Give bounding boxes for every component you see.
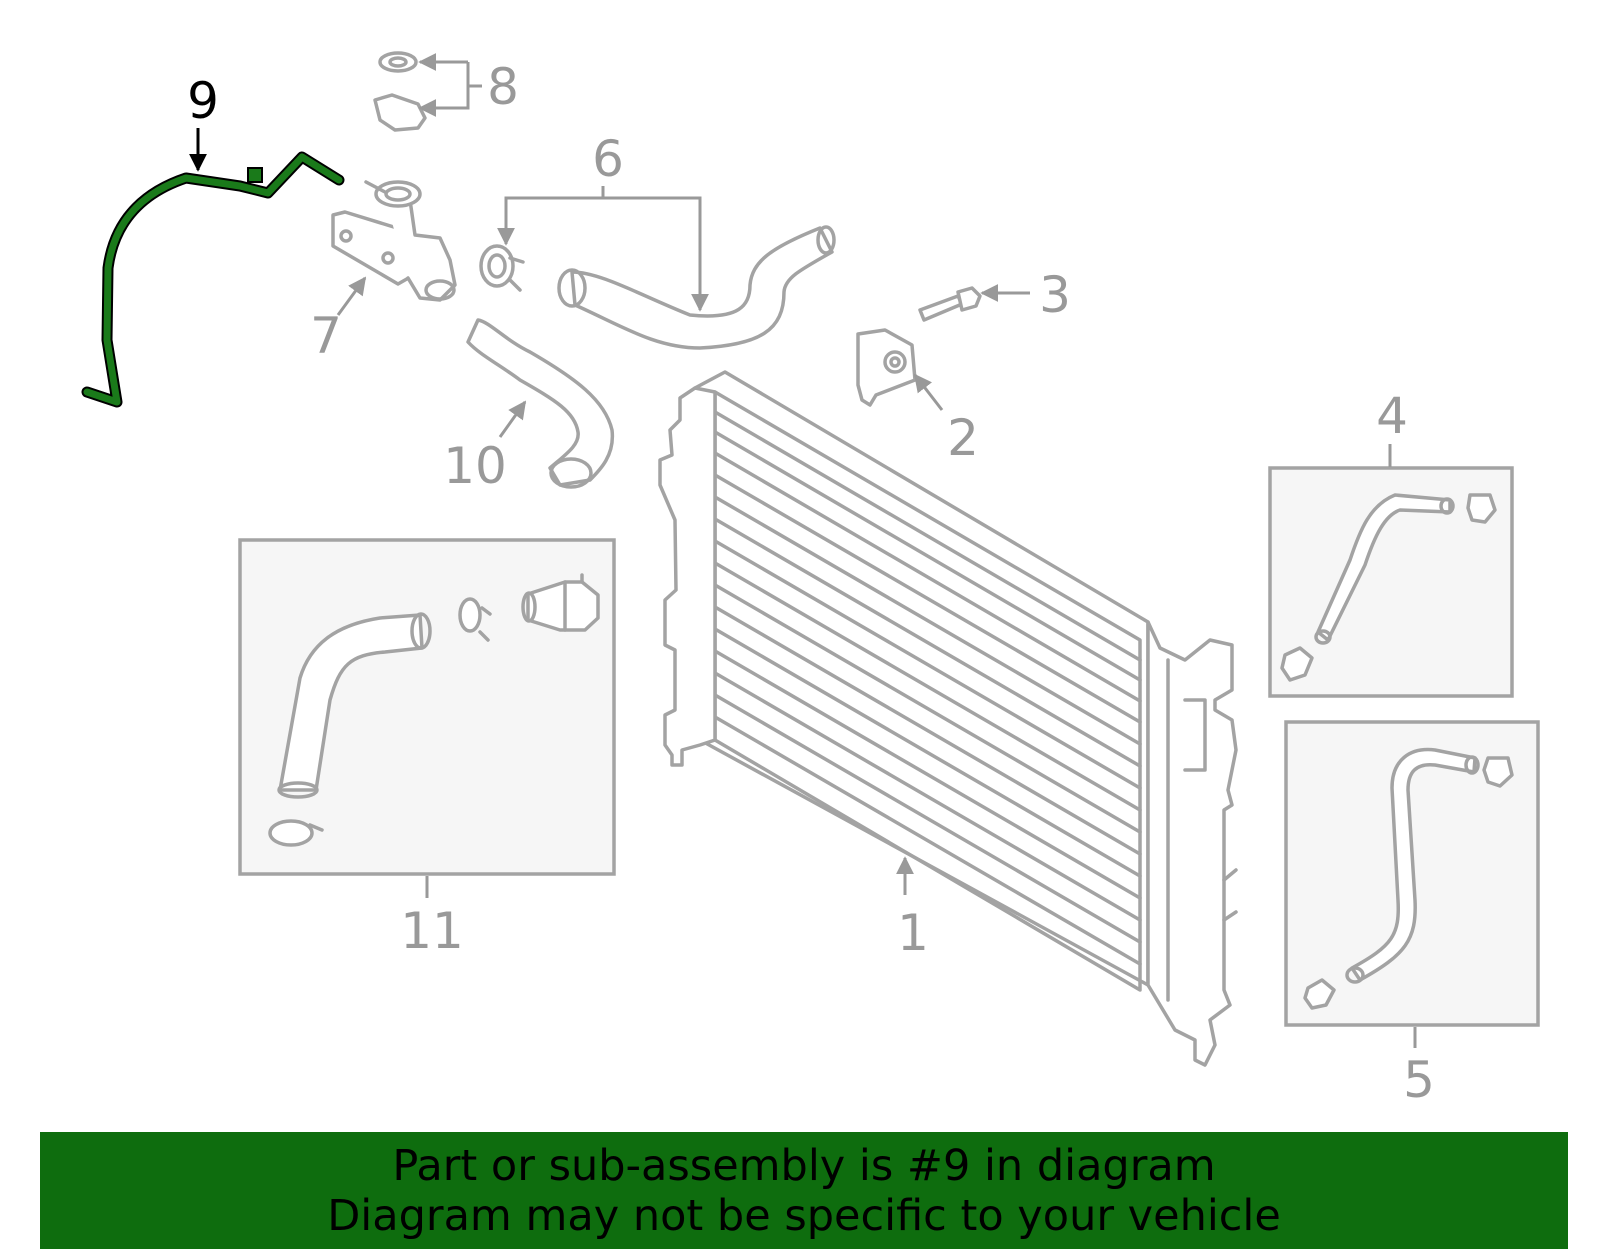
callout-6-label: 6 xyxy=(592,130,624,188)
part-1-radiator[interactable] xyxy=(658,370,1238,1067)
callout-11-label: 11 xyxy=(400,902,464,960)
callout-7-label: 7 xyxy=(310,307,342,365)
callout-4-label: 4 xyxy=(1376,387,1408,445)
callout-3: 3 xyxy=(980,266,1071,324)
banner-line-2: Diagram may not be specific to your vehi… xyxy=(327,1190,1281,1241)
part-7-filler-neck[interactable] xyxy=(331,180,457,302)
info-banner: Part or sub-assembly is #9 in diagram Di… xyxy=(40,1132,1568,1249)
callout-8: 8 xyxy=(418,53,519,117)
banner-line-1: Part or sub-assembly is #9 in diagram xyxy=(392,1140,1216,1191)
callout-8-label: 8 xyxy=(487,58,519,116)
part-9-overflow-hose[interactable] xyxy=(81,151,345,408)
callout-2-label: 2 xyxy=(947,409,979,467)
callout-5-label: 5 xyxy=(1403,1051,1435,1109)
part-4-hose[interactable] xyxy=(1268,466,1514,698)
radiator-fins xyxy=(713,410,1142,966)
part-2-mount-bracket[interactable] xyxy=(856,328,917,407)
callout-9-label: 9 xyxy=(187,72,219,130)
part-10-lower-hose[interactable] xyxy=(466,318,615,489)
callout-9: 9 xyxy=(187,72,219,172)
callout-10-label: 10 xyxy=(443,437,507,495)
callout-1-label: 1 xyxy=(897,904,929,962)
part-5-hose[interactable] xyxy=(1284,720,1540,1027)
callout-7: 7 xyxy=(310,276,367,365)
part-11-hose-kit[interactable] xyxy=(238,538,616,876)
callout-5: 5 xyxy=(1403,1027,1435,1109)
callout-10: 10 xyxy=(443,400,527,495)
callout-2: 2 xyxy=(913,373,979,467)
callout-6: 6 xyxy=(497,130,709,312)
part-8-cap-and-seal[interactable] xyxy=(373,51,427,132)
part-3-bolt[interactable] xyxy=(918,286,982,322)
callout-3-label: 3 xyxy=(1039,266,1071,324)
callout-4: 4 xyxy=(1376,387,1408,467)
callout-1: 1 xyxy=(896,856,929,962)
callout-11: 11 xyxy=(400,876,464,960)
part-6-upper-hose[interactable] xyxy=(479,225,836,350)
